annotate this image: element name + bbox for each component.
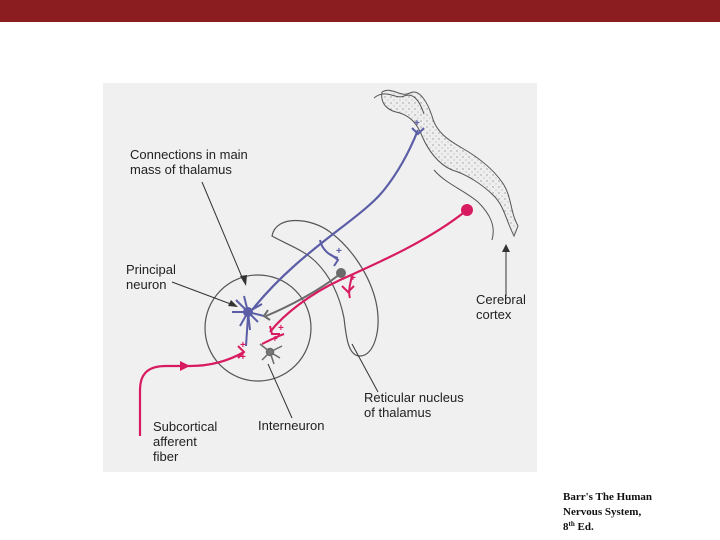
plus-magenta-collateral: + <box>350 273 356 284</box>
label-reticular-line2: of thalamus <box>364 405 464 420</box>
reticular-neuron-body <box>336 268 346 278</box>
label-cerebral-line1: Cerebral <box>476 292 526 307</box>
citation-line2: Nervous System, <box>563 505 703 520</box>
magenta-collateral-terminal <box>342 286 354 292</box>
label-reticular-line1: Reticular nucleus <box>364 390 464 405</box>
label-subcortical-afferent: Subcortical afferent fiber <box>153 419 217 464</box>
afferent-arrowhead <box>180 361 190 371</box>
citation-line1: Barr's The Human <box>563 490 703 505</box>
label-interneuron: Interneuron <box>258 418 325 433</box>
plus-cortical-terminal: + <box>414 118 420 129</box>
label-principal-neuron: Principal neuron <box>126 262 176 292</box>
connections-pointer-arrowhead <box>240 275 247 286</box>
principal-neuron <box>232 296 264 346</box>
pointer-connections <box>202 182 244 282</box>
label-principal-line1: Principal <box>126 262 176 277</box>
label-subcortical-line3: fiber <box>153 449 217 464</box>
magenta-corticothalamic-fiber <box>270 210 467 332</box>
label-cerebral-cortex: Cerebral cortex <box>476 292 526 322</box>
plus-interneuron-input: + <box>278 323 284 334</box>
plus-afferent-lower: + <box>240 352 246 363</box>
interneuron-cell <box>260 344 282 364</box>
label-reticular-nucleus: Reticular nucleus of thalamus <box>364 390 464 420</box>
thalamus-mass-outline <box>205 275 311 381</box>
label-connections-line1: Connections in main <box>130 147 248 162</box>
source-citation: Barr's The Human Nervous System, 8th Ed. <box>563 490 703 535</box>
cortex-pointer-arrowhead <box>502 244 510 252</box>
label-connections: Connections in main mass of thalamus <box>130 147 248 177</box>
label-cerebral-line2: cortex <box>476 307 526 322</box>
plus-afferent-principal: + <box>240 340 246 351</box>
label-principal-line2: neuron <box>126 277 176 292</box>
gray-reticular-axon <box>266 274 340 316</box>
label-connections-line2: mass of thalamus <box>130 162 248 177</box>
cortical-neuron-body <box>461 204 473 216</box>
plus-blue-collateral: + <box>336 246 342 257</box>
pointer-reticular-nucleus <box>352 344 378 392</box>
label-subcortical-line2: afferent <box>153 434 217 449</box>
citation-line3: 8th Ed. <box>563 520 703 535</box>
plus-thalamic-terminal: + <box>272 334 278 345</box>
label-subcortical-line1: Subcortical <box>153 419 217 434</box>
citation-edition-word: Ed. <box>575 521 594 533</box>
